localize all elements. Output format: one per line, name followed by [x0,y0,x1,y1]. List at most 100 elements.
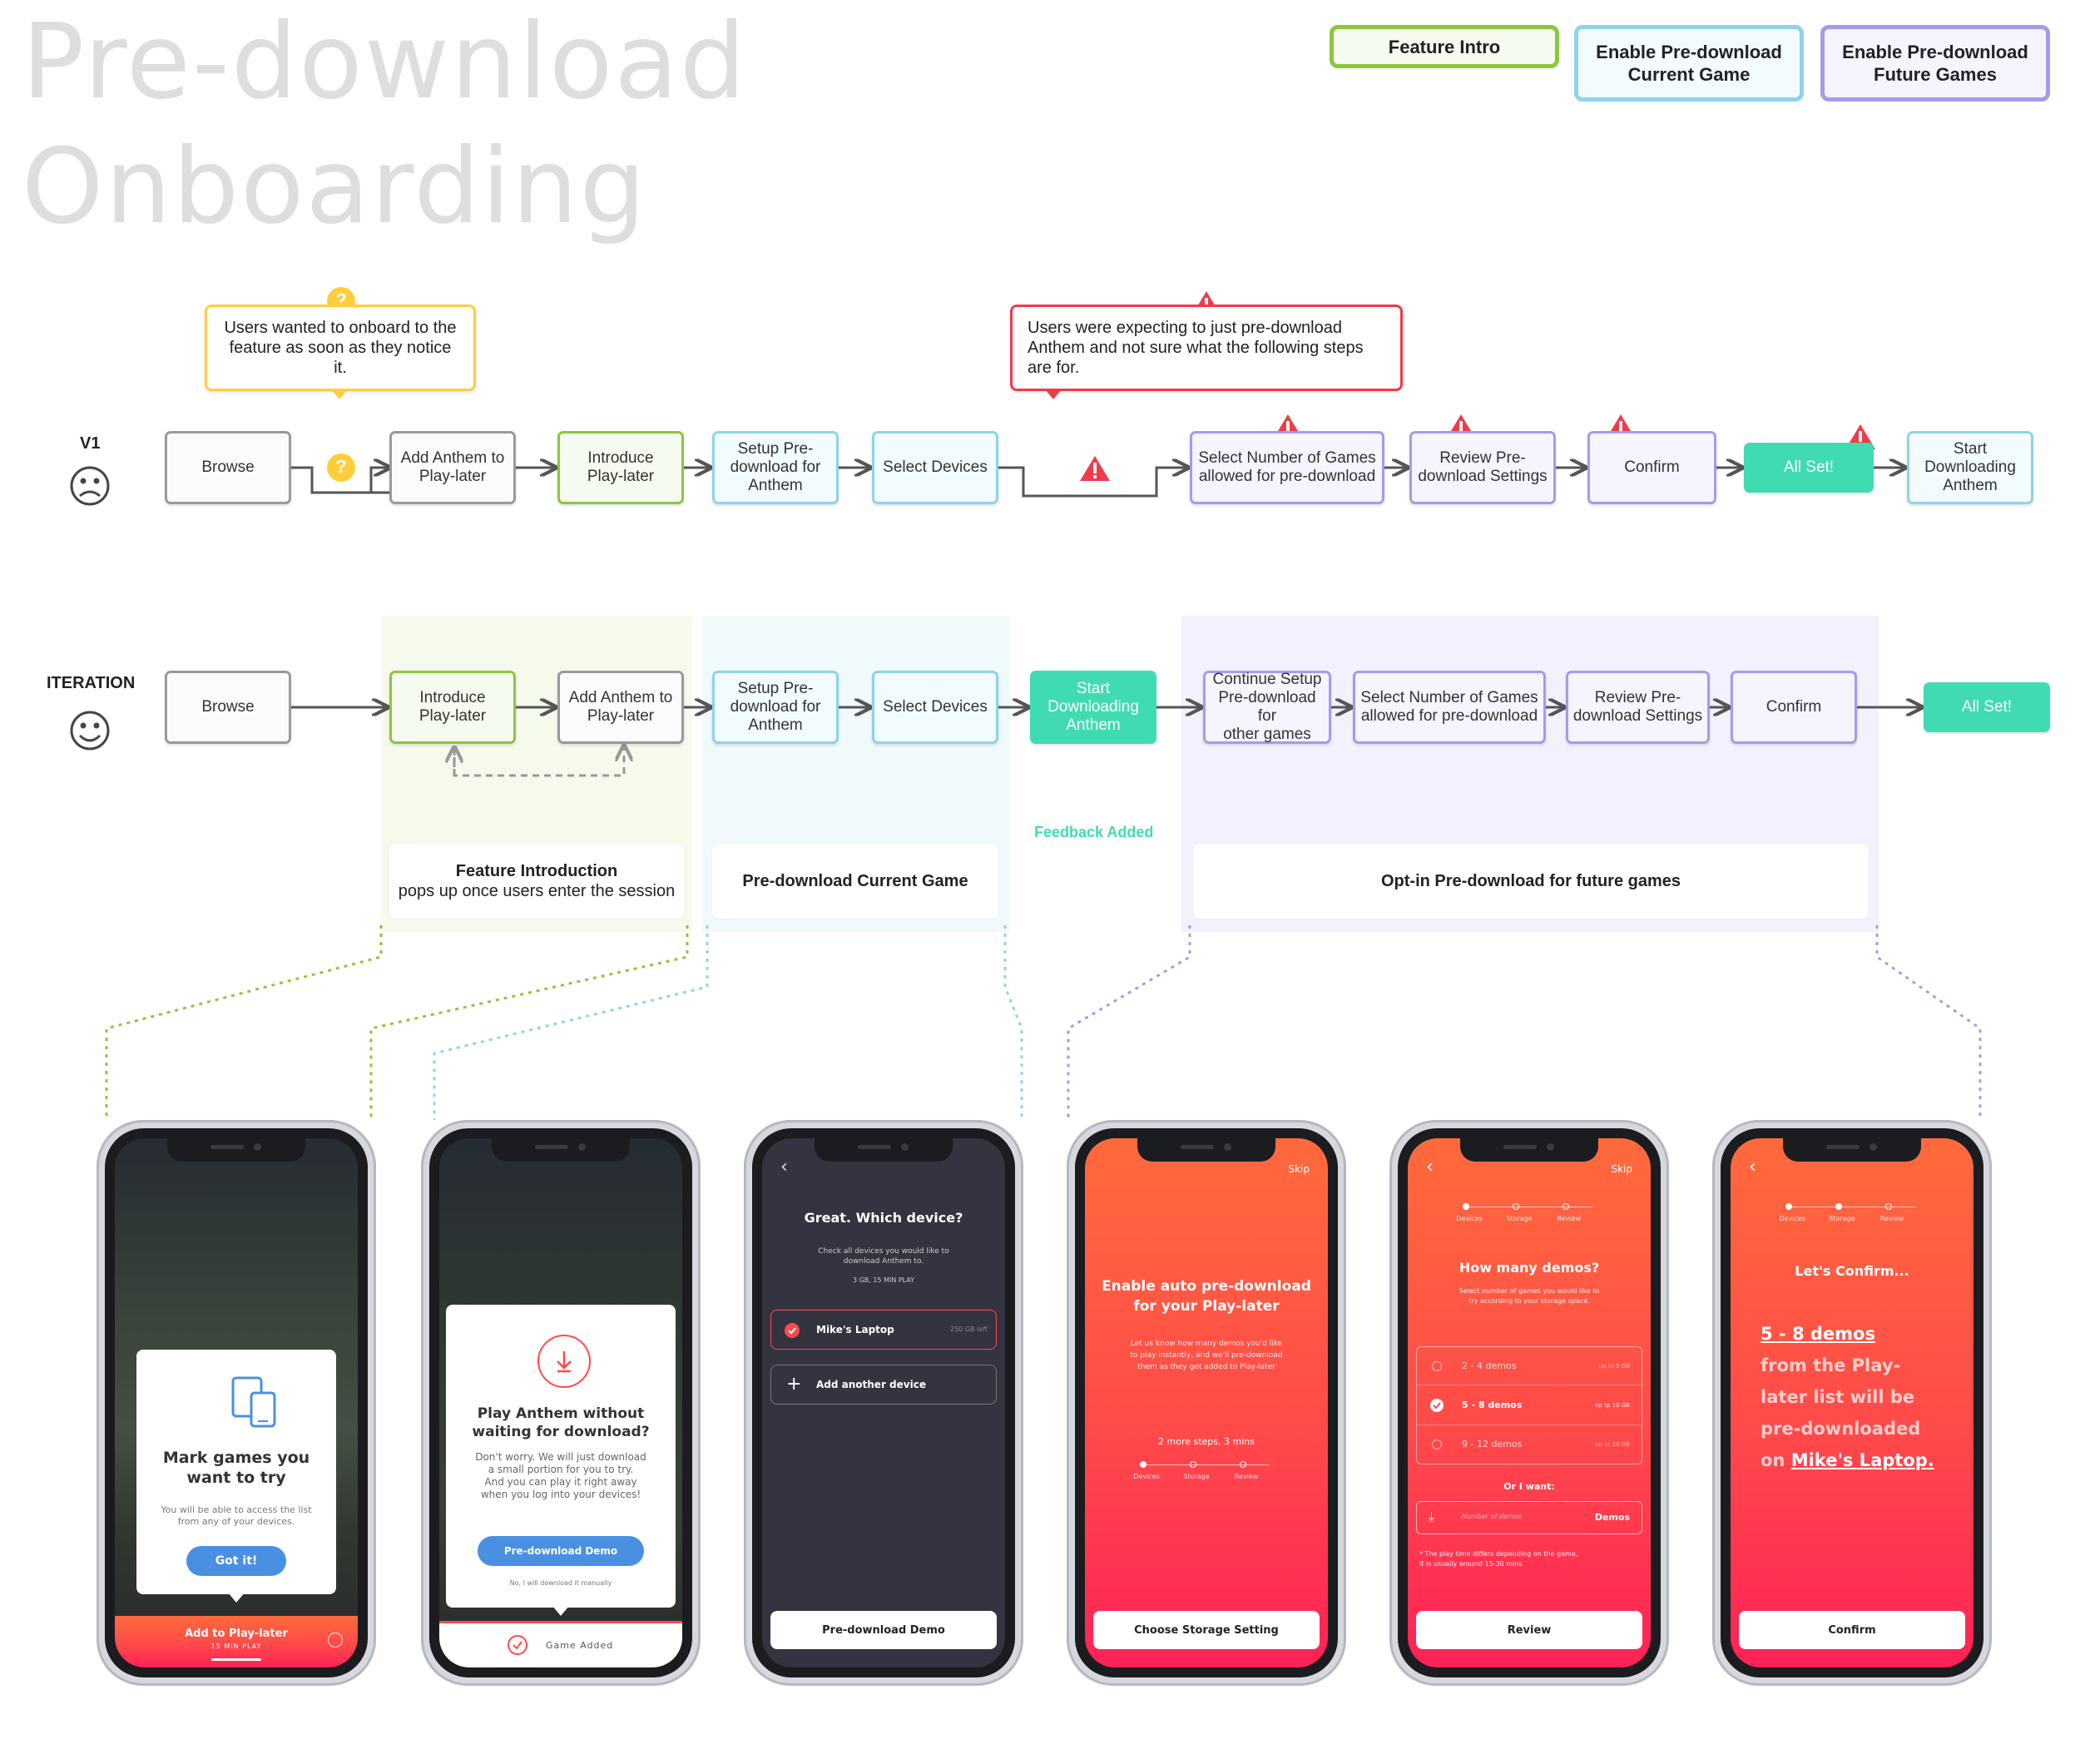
demo-option[interactable]: 2 - 4 demos up to 5 GB [1417,1347,1642,1385]
it-node-setup-predownload: Setup Pre- download for Anthem [712,671,839,744]
v1-node-start-downloading: Start Downloading Anthem [1907,431,2033,504]
custom-demos-input[interactable]: ⤓ Number of demos Demos [1416,1501,1642,1534]
phone-enable-auto: Skip Enable auto pre-download for your P… [1067,1120,1346,1686]
got-it-button[interactable]: Got it! [186,1546,286,1576]
v1-node-introduce-play-later: Introduce Play-later [557,431,684,504]
game-added-label: Game Added [546,1640,614,1651]
predownload-demo-button[interactable]: Pre-download Demo [770,1611,997,1649]
skip-link[interactable]: Skip [1288,1163,1310,1175]
plus-icon: + [786,1374,802,1395]
manual-download-link[interactable]: No, I will download it manually [509,1579,612,1587]
phase-title: Pre-download Current Game [742,872,968,890]
bar-title: Add to Play-later [185,1628,288,1640]
it-node-continue-setup: Continue Setup Pre-download for other ga… [1203,671,1331,744]
steps-remaining: 2 more steps, 3 mins [1158,1436,1255,1447]
predownload-demo-button[interactable]: Pre-download Demo [478,1536,644,1566]
phase-feature-introduction: Feature Introduction pops up once users … [389,844,684,919]
v1-node-add-anthem: Add Anthem to Play-later [389,431,516,504]
device-body: Check all devices you would like to down… [818,1247,949,1266]
back-icon[interactable]: ‹ [1426,1157,1434,1177]
playtime-note: * The play time differs depending on the… [1419,1550,1578,1568]
card-pointer [228,1593,245,1603]
prompt-body: Don't worry. We will just download a sma… [475,1451,646,1500]
device-name: Mike's Laptop [816,1324,894,1335]
row-label-iteration: ITERATION [47,674,136,692]
confirm-button[interactable]: Confirm [1739,1611,1965,1649]
v1-node-confirm: Confirm [1587,431,1716,504]
add-device-option[interactable]: + Add another device [770,1365,997,1405]
confirm-summary: 5 - 8 demos from the Play- later list wi… [1761,1318,1965,1476]
choose-storage-button[interactable]: Choose Storage Setting [1093,1611,1320,1649]
sad-face-icon [70,466,110,506]
intro-body: You will be able to access the list from… [161,1504,312,1527]
check-circle-icon [785,1323,800,1338]
it-node-browse: Browse [165,671,291,744]
info-icon[interactable] [328,1633,343,1648]
warning-icon [1080,456,1110,481]
summary-line: pre-downloaded [1761,1419,1921,1439]
summary-demos: 5 - 8 demos [1761,1324,1875,1344]
it-node-all-set: All Set! [1924,682,2050,732]
summary-line: from the Play- [1761,1355,1901,1375]
legend-future-games: Enable Pre-download Future Games [1820,25,2050,102]
v1-node-browse: Browse [165,431,291,504]
check-circle-icon [1430,1399,1444,1412]
legend-current-game: Enable Pre-download Current Game [1574,25,1804,102]
v1-node-review-settings: Review Pre- download Settings [1409,431,1556,504]
intro-title: Mark games you want to try [162,1449,310,1487]
title-line-1: Pre-download [22,2,748,122]
progress-steps: Devices Storage Review [1779,1203,1924,1222]
it-node-confirm: Confirm [1731,671,1857,744]
feedback-added-label: Feedback Added [1034,824,1154,840]
prompt-card: Play Anthem without waiting for download… [446,1305,676,1608]
phase-subtitle: pops up once users enter the session [398,882,676,900]
it-node-review-settings: Review Pre- download Settings [1566,671,1710,744]
summary-line: later list will be [1761,1387,1915,1407]
it-node-add-anthem: Add Anthem to Play-later [557,671,684,744]
device-meta: 3 GB, 15 MIN PLAY [852,1276,915,1284]
back-icon[interactable]: ‹ [1749,1157,1756,1177]
add-device-label: Add another device [816,1379,926,1390]
bar-subtitle: 15 MIN PLAY [210,1643,262,1650]
device-option-mikes-laptop[interactable]: Mike's Laptop 250 GB left [770,1310,997,1350]
phase-title: Opt-in Pre-download for future games [1380,872,1681,890]
question-mark-label: ? [335,456,347,477]
progress-steps: Devices Storage Review [1133,1461,1278,1480]
v1-node-all-set: All Set! [1744,443,1874,493]
confirm-title: Let's Confirm... [1795,1263,1909,1279]
callout-pointer [331,389,348,399]
v1-node-select-number: Select Number of Games allowed for pre-d… [1190,431,1384,504]
v1-node-setup-predownload: Setup Pre- download for Anthem [712,431,839,504]
card-pointer [552,1606,569,1616]
title-line-2: Onboarding [22,126,647,247]
phone-select-device: ‹ Great. Which device? Check all devices… [744,1120,1023,1686]
phone-feature-intro: Mark games you want to try You will be a… [97,1120,376,1686]
prompt-title: Play Anthem without waiting for download… [472,1405,650,1440]
phone-confirm: ‹ Devices Storage Review Let's Confirm..… [1712,1120,1992,1686]
add-to-play-later-bar[interactable]: Add to Play-later 15 MIN PLAY [115,1616,358,1667]
phase-title: Feature Introduction [455,862,618,880]
enable-title: Enable auto pre-download for your Play-l… [1102,1278,1311,1315]
skip-link[interactable]: Skip [1611,1163,1632,1175]
demo-option-selected[interactable]: 5 - 8 demos up tp 10 GB [1417,1385,1642,1425]
it-node-select-devices: Select Devices [872,671,998,744]
callout-unexpected-steps: Users were expecting to just pre-downloa… [1010,305,1403,391]
demos-body: Select number of games you would like to… [1458,1287,1600,1305]
review-button[interactable]: Review [1416,1611,1642,1649]
demo-option[interactable]: 9 - 12 demos up to 20 GB [1417,1425,1642,1464]
phase-future-games: Opt-in Pre-download for future games [1193,844,1869,919]
enable-body: Let us know how many demos you'd like to… [1130,1340,1283,1371]
it-node-start-downloading: Start Downloading Anthem [1030,671,1156,744]
radio-icon [1432,1361,1442,1371]
page-title: Pre-download Onboarding [22,0,747,250]
callout-onboard-early: Users wanted to onboard to the feature a… [205,305,476,391]
progress-steps: Devices Storage Review [1456,1203,1601,1222]
radio-icon [1432,1439,1442,1449]
back-icon[interactable]: ‹ [780,1157,788,1177]
game-added-bar: Game Added [439,1621,682,1667]
question-icon [327,453,355,482]
legend-feature-intro: Feature Intro [1330,25,1559,68]
demos-placeholder: Number of demos [1462,1513,1522,1520]
summary-device: Mike's Laptop. [1790,1450,1934,1470]
